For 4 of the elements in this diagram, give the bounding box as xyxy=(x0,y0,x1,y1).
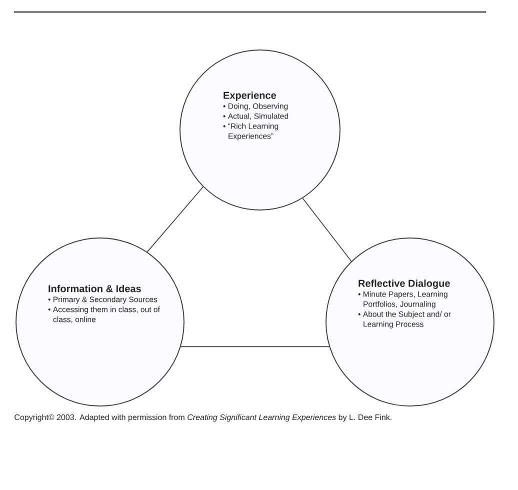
connector-line xyxy=(180,346,330,348)
connector-line xyxy=(146,186,204,252)
copyright-note: Copyright© 2003. Adapted with permission from Creating Significant Learning Experiences by L. Dee Fink. xyxy=(14,414,392,422)
connector-line xyxy=(302,198,352,262)
